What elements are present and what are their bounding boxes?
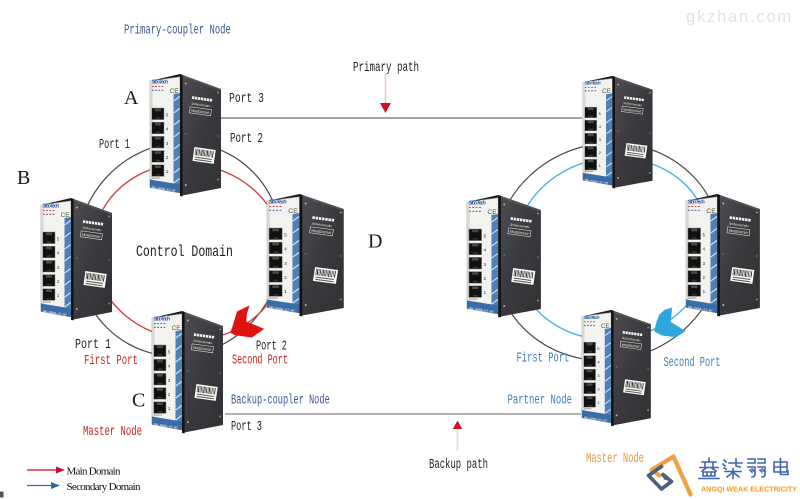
svg-text:B: B — [17, 167, 30, 189]
svg-text:First Port: First Port — [84, 352, 138, 369]
svg-text:Backup-coupler Node: Backup-coupler Node — [231, 393, 330, 409]
svg-text:Port 2: Port 2 — [230, 130, 263, 147]
svg-text:C: C — [132, 390, 145, 412]
svg-text:Port 1: Port 1 — [75, 336, 111, 352]
svg-text:Primary-coupler Node: Primary-coupler Node — [124, 22, 231, 39]
svg-text:D: D — [368, 231, 382, 253]
svg-text:Backup path: Backup path — [429, 456, 488, 473]
svg-text:Secondary Domain: Secondary Domain — [67, 481, 142, 493]
svg-text:Port 2: Port 2 — [256, 339, 287, 355]
svg-text:Partner Node: Partner Node — [508, 391, 573, 408]
svg-text:First Port: First Port — [517, 350, 570, 367]
svg-text:Control Domain: Control Domain — [136, 243, 233, 261]
svg-text:Main Domain: Main Domain — [67, 466, 122, 478]
svg-text:Second Port: Second Port — [664, 355, 721, 371]
svg-text:Port 1: Port 1 — [99, 137, 130, 153]
svg-text:Port 3: Port 3 — [231, 419, 262, 435]
svg-text:Second Port: Second Port — [232, 352, 288, 368]
svg-text:Primary path: Primary path — [353, 59, 419, 76]
svg-text:Port 3: Port 3 — [229, 90, 264, 106]
svg-text:Master Node: Master Node — [83, 423, 142, 440]
svg-text:A: A — [124, 87, 139, 109]
svg-text:ANGQI WEAK ELECTRICITY: ANGQI WEAK ELECTRICITY — [701, 484, 797, 493]
svg-text:Master Node: Master Node — [586, 450, 644, 467]
svg-text:gkzhan.com: gkzhan.com — [686, 8, 793, 26]
